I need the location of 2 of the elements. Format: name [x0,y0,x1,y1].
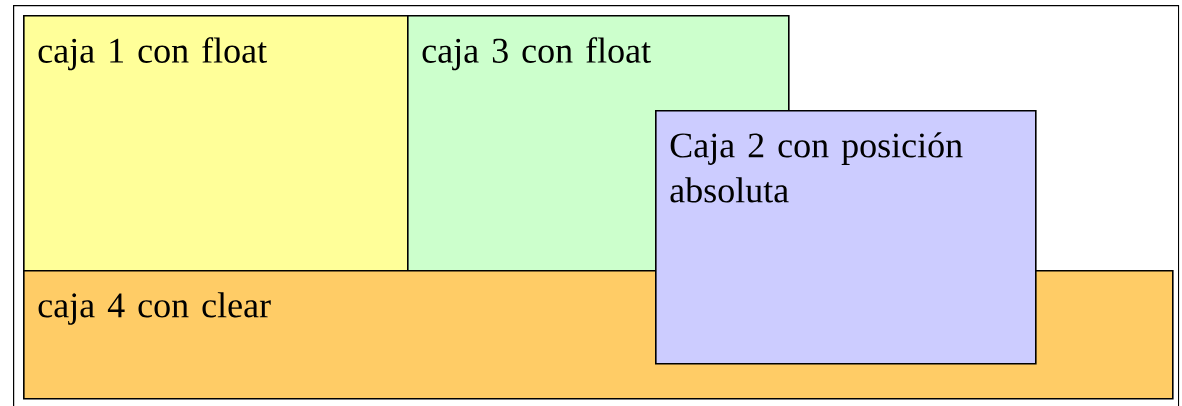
content-box: Caja 2 con posición absoluta [655,110,1037,365]
content-box: caja 1 con float [23,15,409,272]
